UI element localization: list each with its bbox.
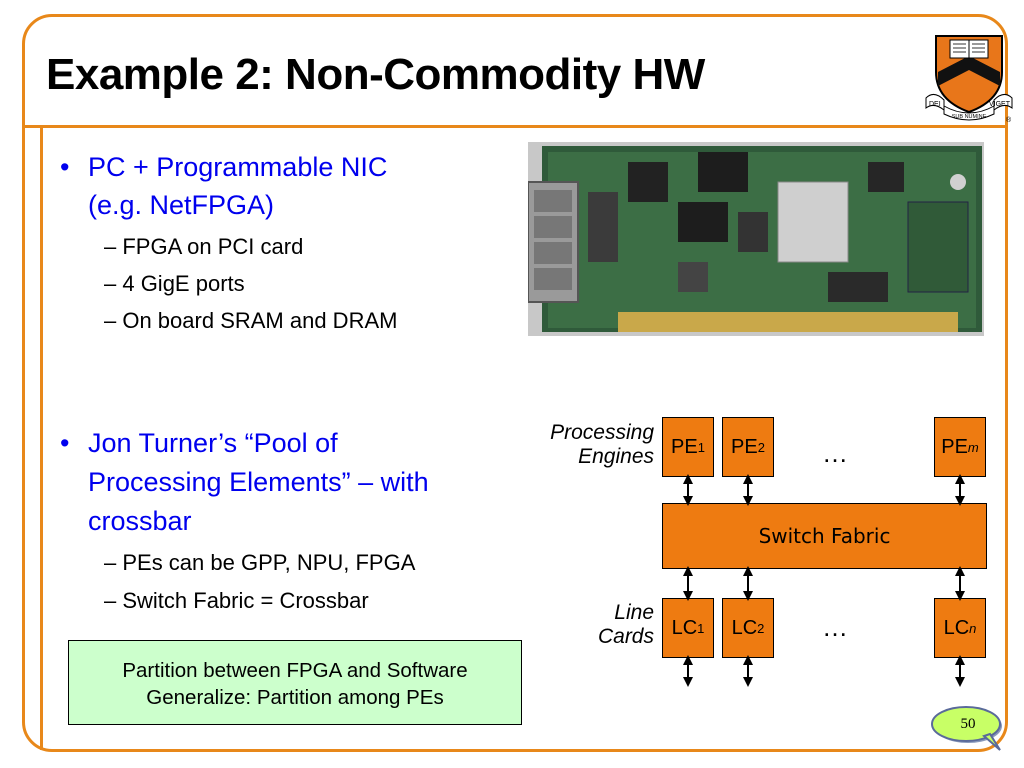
switch-fabric-box: Switch Fabric [662,503,987,569]
bullet-line: crossbar [88,506,192,536]
sub-bullet: – 4 GigE ports [104,271,245,296]
pe-label: PE [941,435,968,458]
lc-subscript: 1 [697,620,705,636]
bullet-line: (e.g. NetFPGA) [88,190,275,220]
sub-bullet: – FPGA on PCI card [104,234,304,259]
pe-label: PE [731,435,758,458]
label-line: Processing [550,421,654,444]
sub-bullet: – PEs can be GPP, NPU, FPGA [104,550,416,575]
partition-note-box: Partition between FPGA and Software Gene… [68,640,522,725]
page-number: 50 [960,716,976,732]
logo-motto-center: SUB NUMINE [952,114,987,120]
bullet-line: PC + Programmable NIC [88,152,388,182]
bullet-line: Jon Turner’s “Pool of [88,428,338,458]
logo-motto-right: VIGET [989,101,1011,108]
label-line: Line [614,601,654,624]
lc-label: LC [943,616,970,639]
pe-label: PE [671,435,698,458]
pe-subscript: m [967,439,979,455]
pe-subscript: 2 [757,439,765,455]
note-line: Partition between FPGA and Software [122,659,468,682]
lc-subscript: 2 [757,620,765,636]
lc-label: LC [731,616,758,639]
sub-bullet: – On board SRAM and DRAM [104,308,398,333]
bullet-marker: • [60,428,70,458]
bullet-marker: • [60,152,70,182]
slide-title: Example 2: Non-Commodity HW [46,50,705,99]
sub-bullet: – Switch Fabric = Crossbar [104,588,369,613]
left-margin-rule [40,128,43,750]
bullet-line: Processing Elements” – with [88,467,429,497]
pe-ellipsis: … [822,438,854,468]
line-cards-label: Line Cards [560,601,654,649]
lc-subscript: n [969,620,977,636]
lc-ellipsis: … [822,612,854,642]
switch-fabric-label: Switch Fabric [758,524,891,548]
pe-subscript: 1 [697,439,705,455]
title-divider [22,125,1008,128]
logo-motto-left: DEI [929,101,941,108]
processing-engines-label: Processing Engines [520,421,654,469]
princeton-shield-icon: DEI SUB NUMINE VIGET ® [925,35,1013,122]
slide-frame [22,14,1008,752]
label-line: Cards [597,625,654,648]
netfpga-board-photo [528,142,984,336]
lc-label: LC [671,616,698,639]
registered-mark: ® [1006,116,1012,122]
label-line: Engines [578,445,654,468]
page-number-bubble-icon [931,706,1002,751]
note-line: Generalize: Partition among PEs [146,686,444,709]
